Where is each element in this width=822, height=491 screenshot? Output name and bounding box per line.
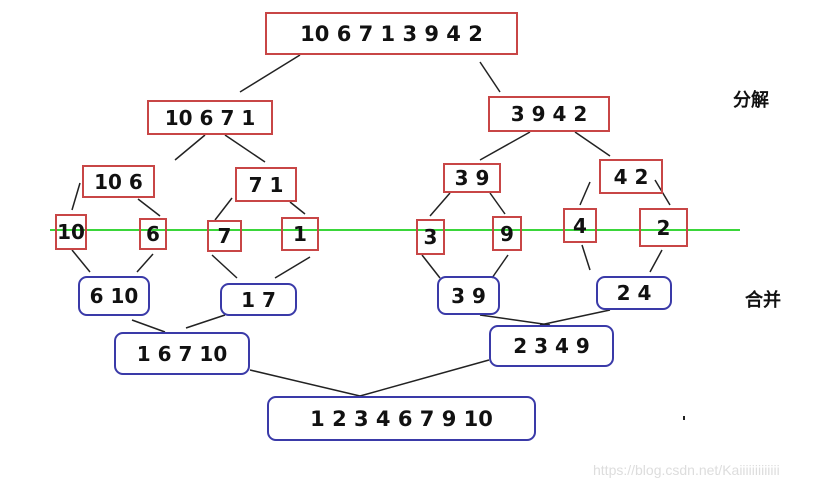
split-leaf: 3 [416,219,445,255]
merge-label: 合并 [745,290,781,311]
split-l2-box: 7 1 [235,167,297,202]
merge-l1-box: 6 10 [78,276,150,316]
split-leaf: 9 [492,216,522,251]
split-leaf: 1 [281,217,319,251]
split-l1-box: 3 9 4 2 [488,96,610,132]
split-leaf: 6 [139,218,167,250]
split-leaf: 10 [55,214,87,250]
split-l2-box: 10 6 [82,165,155,198]
split-leaf: 7 [207,220,242,252]
split-label: 分解 [733,90,769,111]
merge-l2-box: 1 6 7 10 [114,332,250,375]
merge-l1-box: 3 9 [437,276,500,315]
merge-l2-box: 2 3 4 9 [489,325,614,367]
split-l2-box: 3 9 [443,163,501,193]
split-leaf: 4 [563,208,597,243]
stray-mark [683,416,685,420]
watermark: https://blog.csdn.net/Kaiiiiiiiiiiiii [593,462,780,478]
split-root: 10 6 7 1 3 9 4 2 [265,12,518,55]
split-leaf: 2 [639,208,688,247]
merge-l1-box: 2 4 [596,276,672,310]
merge-root: 1 2 3 4 6 7 9 10 [267,396,536,441]
merge-l1-box: 1 7 [220,283,297,316]
split-l1-box: 10 6 7 1 [147,100,273,135]
split-l2-box: 4 2 [599,159,663,194]
